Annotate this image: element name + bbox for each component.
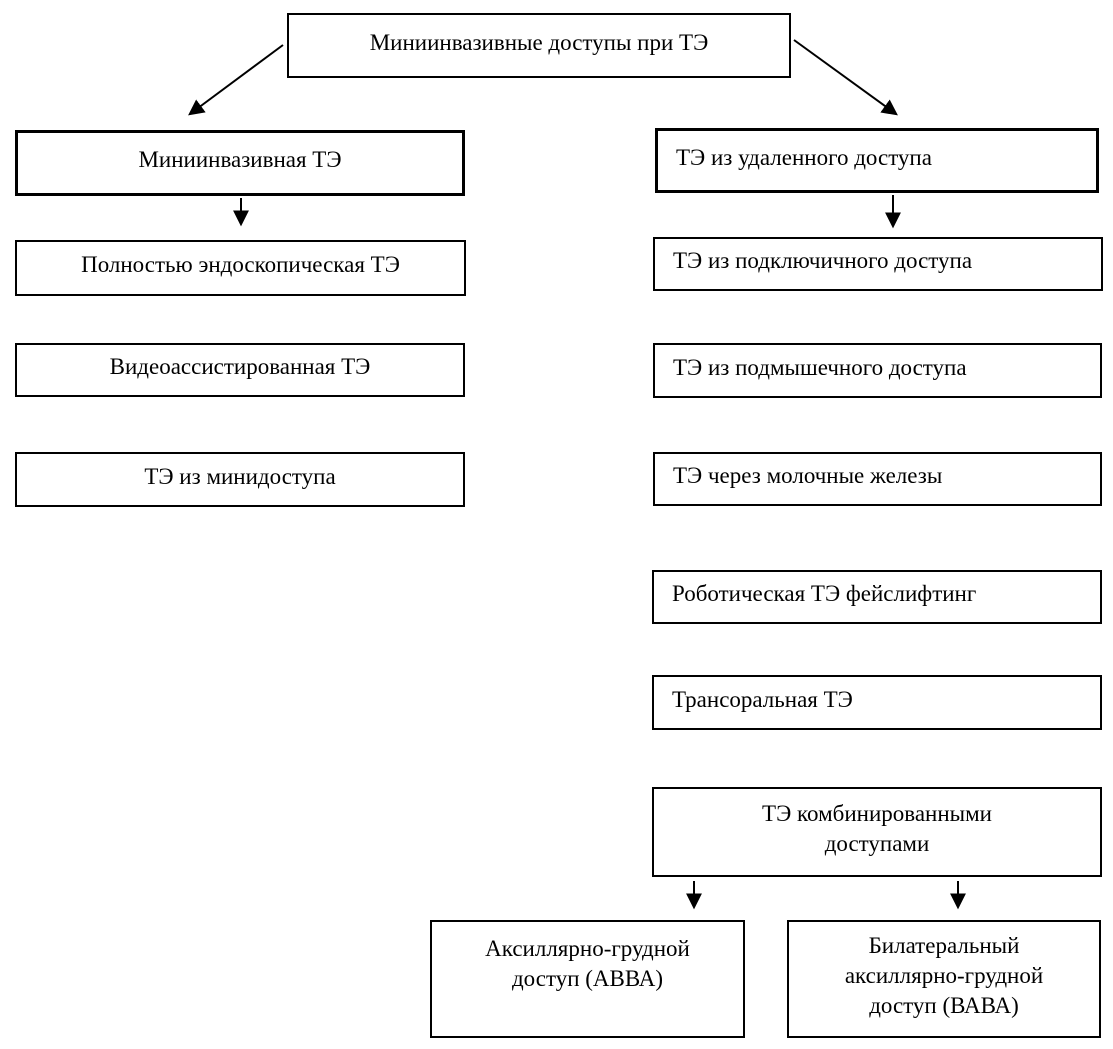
node-subclavian-access-te: ТЭ из подключичного доступа: [653, 237, 1103, 291]
node-transoral-te-label: Трансоральная ТЭ: [672, 686, 853, 712]
node-bilateral-axillary-breast-baba-label: Билатеральный аксиллярно-грудной доступ …: [844, 933, 1044, 1018]
node-transoral-te: Трансоральная ТЭ: [652, 675, 1102, 730]
node-video-assisted-te-label: Видеоассистированная ТЭ: [109, 354, 371, 380]
node-robotic-facelift-te-label: Роботическая ТЭ фейслифтинг: [672, 581, 977, 607]
node-combined-access-te-label: ТЭ комбинированными доступами: [762, 801, 992, 856]
node-miniinvasive-te-label: Миниинвазивная ТЭ: [138, 147, 342, 173]
node-fully-endoscopic-te: Полностью эндоскопическая ТЭ: [15, 240, 466, 296]
node-mini-access-te: ТЭ из минидоступа: [15, 452, 465, 507]
arrow-root-to-left-branch: [188, 44, 284, 116]
node-remote-access-te: ТЭ из удаленного доступа: [655, 128, 1099, 193]
node-remote-access-te-label: ТЭ из удаленного доступа: [676, 144, 932, 170]
node-subclavian-access-te-label: ТЭ из подключичного доступа: [673, 248, 973, 274]
node-root: Миниинвазивные доступы при ТЭ: [287, 13, 791, 78]
node-mini-access-te-label: ТЭ из минидоступа: [144, 463, 336, 489]
node-robotic-facelift-te: Роботическая ТЭ фейслифтинг: [652, 570, 1102, 624]
arrow-root-to-right-branch: [793, 39, 898, 116]
node-breast-access-te-label: ТЭ через молочные железы: [673, 463, 943, 489]
node-axillary-access-te-label: ТЭ из подмышечного доступа: [673, 354, 967, 380]
node-miniinvasive-te: Миниинвазивная ТЭ: [15, 130, 465, 196]
node-root-label: Миниинвазивные доступы при ТЭ: [369, 29, 709, 55]
node-combined-access-te: ТЭ комбинированными доступами: [652, 787, 1102, 877]
node-axillary-breast-abba: Аксиллярно-грудной доступ (АВВА): [430, 920, 745, 1038]
node-video-assisted-te: Видеоассистированная ТЭ: [15, 343, 465, 397]
node-axillary-access-te: ТЭ из подмышечного доступа: [653, 343, 1102, 398]
node-axillary-breast-abba-label: Аксиллярно-грудной доступ (АВВА): [485, 936, 690, 991]
node-bilateral-axillary-breast-baba: Билатеральный аксиллярно-грудной доступ …: [787, 920, 1101, 1038]
node-fully-endoscopic-te-label: Полностью эндоскопическая ТЭ: [81, 252, 400, 278]
node-breast-access-te: ТЭ через молочные железы: [653, 452, 1102, 506]
